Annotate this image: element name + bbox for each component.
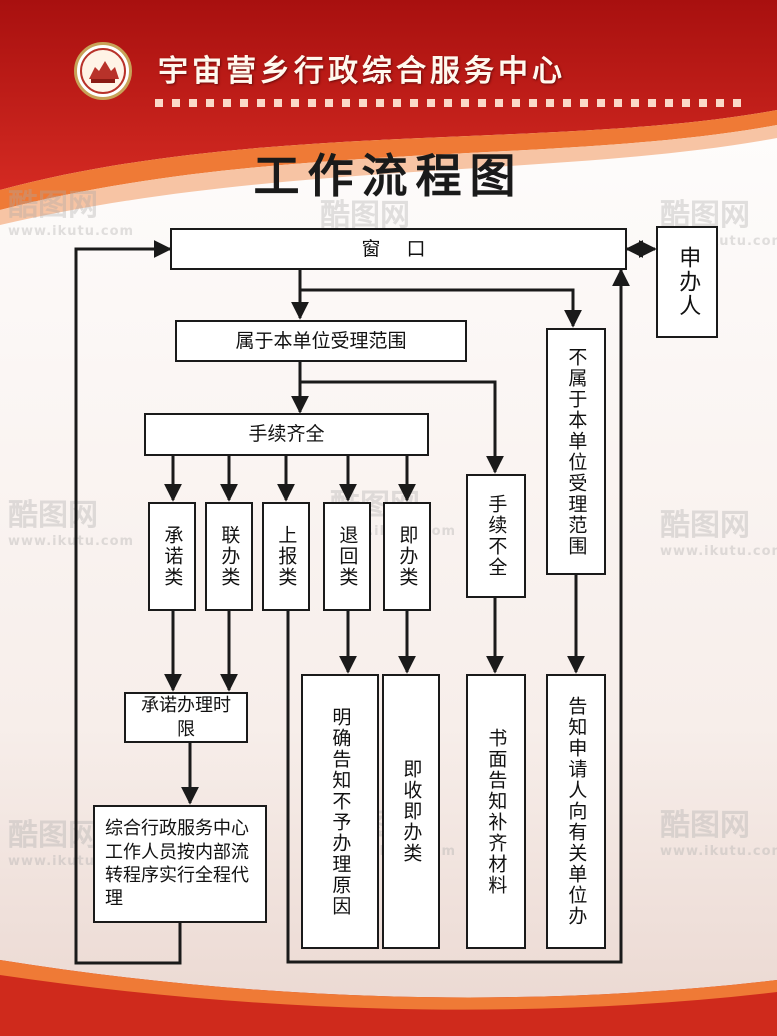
incomplete-box: 手续不全 xyxy=(466,474,526,598)
category-joint-box: 联办类 xyxy=(205,502,253,611)
redirect-notice-box: 告知申请人向有关单位办 xyxy=(546,674,606,949)
category-return-box: 退回类 xyxy=(323,502,371,611)
applicant-box: 申办人 xyxy=(656,226,718,338)
category-promise-box: 承诺类 xyxy=(148,502,196,611)
proxy-service-box: 综合行政服务中心工作人员按内部流转程序实行全程代理 xyxy=(93,805,267,923)
in-scope-box: 属于本单位受理范围 xyxy=(175,320,467,362)
explain-reason-box: 明确告知不予办理原因 xyxy=(301,674,379,949)
window-box: 窗 口 xyxy=(170,228,627,270)
category-instant-box: 即办类 xyxy=(383,502,431,611)
not-in-scope-box: 不属于本单位受理范围 xyxy=(546,328,606,575)
instant-done-box: 即收即办类 xyxy=(382,674,440,949)
complete-box: 手续齐全 xyxy=(144,413,429,456)
header-dots xyxy=(155,99,741,107)
written-notice-box: 书面告知补齐材料 xyxy=(466,674,526,949)
category-report-box: 上报类 xyxy=(262,502,310,611)
logo-emblem xyxy=(74,42,132,100)
page-title: 工作流程图 xyxy=(253,149,524,203)
emblem-icon xyxy=(80,48,126,94)
promise-deadline-box: 承诺办理时限 xyxy=(124,692,248,743)
org-name: 宇宙营乡行政综合服务中心 xyxy=(158,54,566,89)
